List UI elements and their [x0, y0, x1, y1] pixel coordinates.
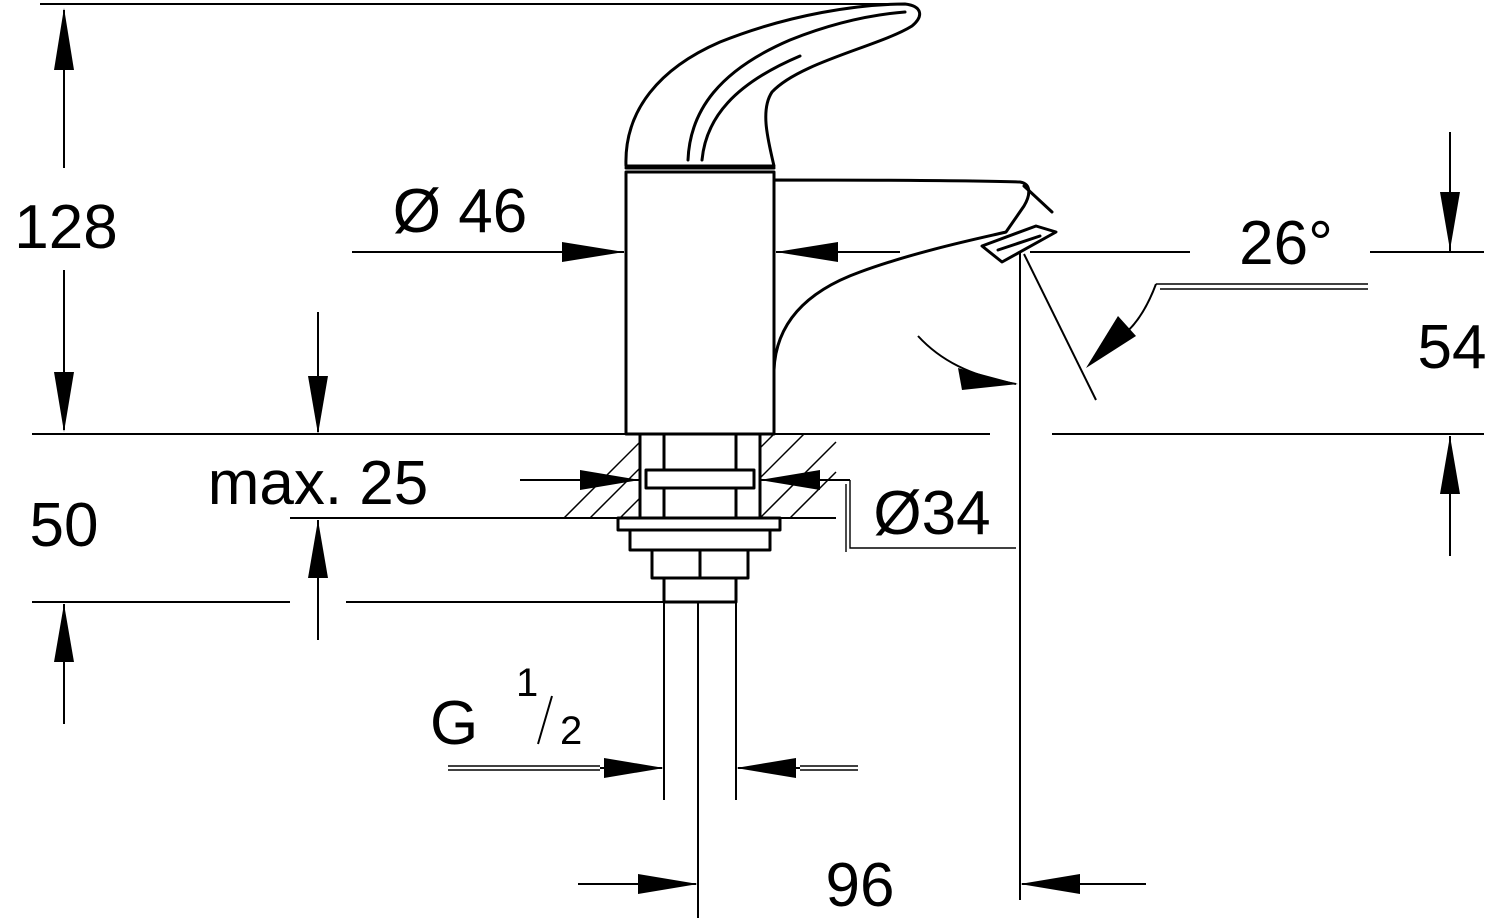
dim-base-height: 50 — [30, 491, 99, 724]
dim-spout-projection: 96 — [578, 851, 1146, 918]
fraction-slash — [537, 695, 553, 745]
connection-label: G — [430, 689, 478, 758]
connector — [662, 576, 738, 604]
spout-angle-label: 26° — [1239, 209, 1333, 278]
dim-overall-height: 128 — [14, 3, 900, 432]
dim-max-thickness: max. 25 — [208, 312, 429, 640]
lever-highlight — [686, 10, 907, 162]
arrow-right — [562, 242, 624, 262]
spout-projection-label: 96 — [826, 851, 895, 918]
arrow-up — [54, 8, 74, 70]
connection-fraction-numerator: 1 — [516, 661, 538, 705]
angle-ray — [1023, 253, 1097, 401]
faucet-outline — [624, 2, 1058, 436]
plate — [616, 516, 782, 532]
lever-highlight-2 — [700, 54, 802, 162]
mounting-assembly — [616, 432, 782, 918]
arrow-left — [776, 242, 838, 262]
aerator-line — [996, 234, 1042, 252]
arrow-down — [54, 372, 74, 432]
connection-fraction-denominator: 2 — [560, 709, 582, 753]
body-diameter-label: Ø 46 — [393, 177, 527, 246]
spout-height-label: 54 — [1418, 313, 1487, 382]
dim-spout-height: 54 — [1370, 132, 1486, 556]
overall-height-label: 128 — [14, 193, 117, 262]
dim-body-diameter: Ø 46 — [352, 177, 900, 262]
washer — [644, 468, 756, 490]
dim-spout-angle: 26° — [917, 209, 1368, 900]
spout — [772, 178, 1031, 372]
max-thickness-label: max. 25 — [208, 449, 429, 518]
lever-handle — [624, 2, 922, 168]
dim-hole-diameter: Ø34 — [520, 470, 1016, 552]
ring — [628, 528, 772, 552]
body — [624, 170, 776, 436]
dim-connection: G 1 2 — [430, 661, 858, 778]
spout-tip-line — [1022, 184, 1054, 214]
hole-diameter-label: Ø34 — [873, 479, 990, 548]
base-height-label: 50 — [30, 491, 99, 560]
